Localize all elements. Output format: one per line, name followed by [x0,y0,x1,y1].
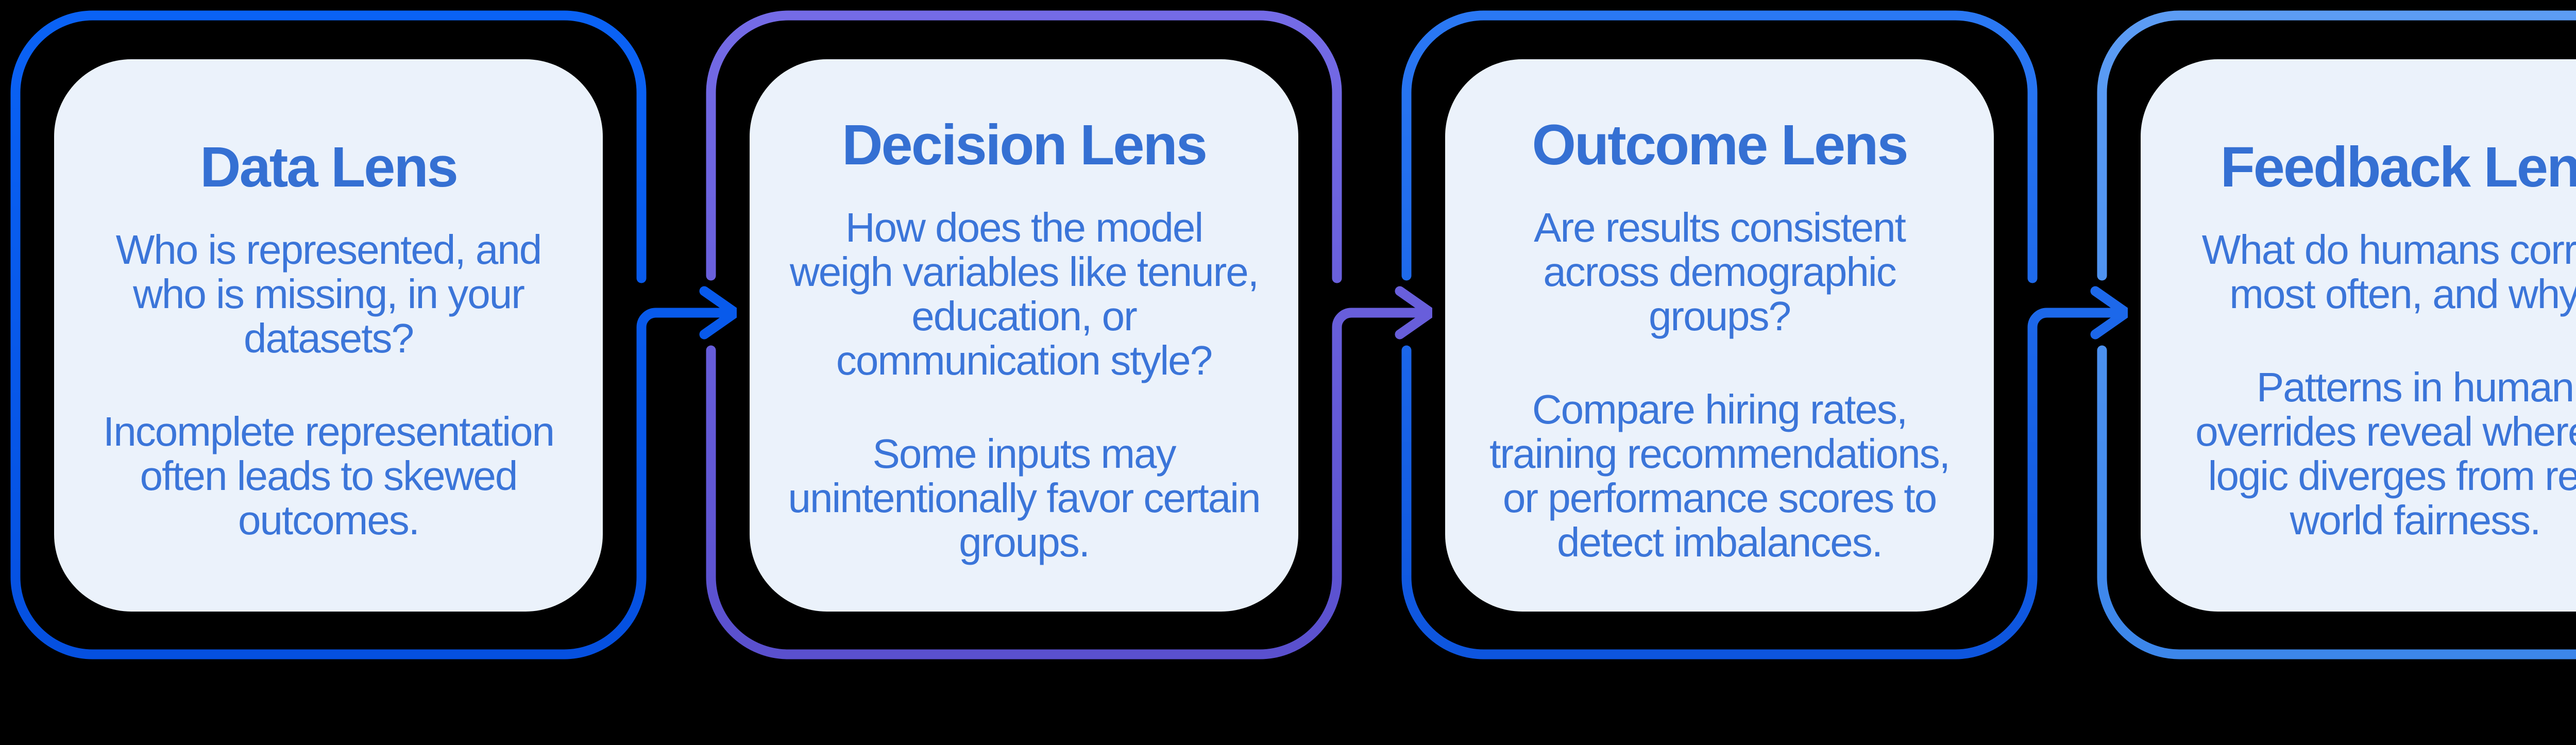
card-title: Decision Lens [842,113,1208,177]
lens-group-outcome: Outcome Lens Are results consistent acro… [1386,0,2128,745]
card-paragraph-2: Compare hiring rates, training recommend… [1489,386,1951,565]
card-paragraph-1: Are results consistent across demographi… [1534,204,1906,339]
card-paragraph-2: Patterns in human overrides reveal where… [2195,364,2576,543]
card-feedback-lens: Feedback Lens What do humans correct mos… [2141,59,2576,612]
card-paragraph-2: Some inputs may unintentionally favor ce… [788,430,1261,565]
lens-group-decision: Decision Lens How does the model weigh v… [690,0,1432,745]
card-decision-lens: Decision Lens How does the model weigh v… [750,59,1298,612]
lens-group-data: Data Lens Who is represented, and who is… [0,0,737,745]
card-outcome-lens: Outcome Lens Are results consistent acro… [1445,59,1994,612]
card-title: Outcome Lens [1532,113,1908,177]
card-data-lens: Data Lens Who is represented, and who is… [54,59,603,612]
card-paragraph-1: Who is represented, and who is missing, … [115,226,543,361]
card-title: Feedback Lens [2220,135,2576,199]
card-title: Data Lens [200,135,459,199]
card-paragraph-2: Incomplete representation often leads to… [103,408,555,543]
lens-group-feedback: Feedback Lens What do humans correct mos… [2081,0,2576,745]
card-paragraph-1: How does the model weigh variables like … [790,204,1259,383]
card-paragraph-1: What do humans correct most often, and w… [2201,226,2576,317]
